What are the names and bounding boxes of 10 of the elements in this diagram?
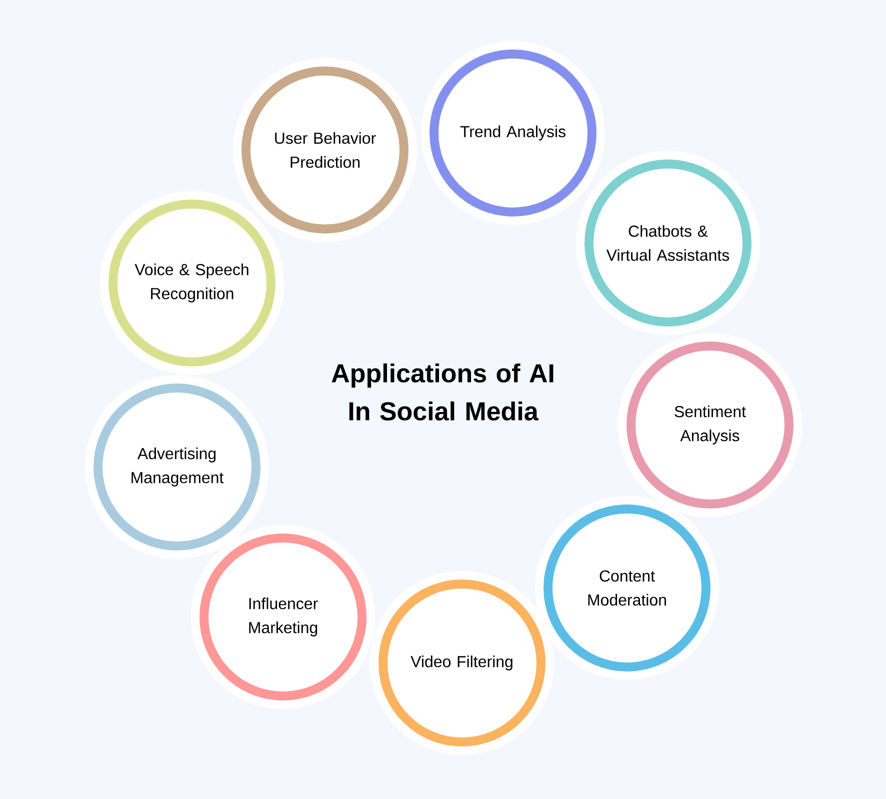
title: Applications of AI In Social Media bbox=[332, 363, 554, 421]
circle-node: User Behavior Prediction bbox=[242, 66, 408, 234]
circle-node: Voice & Speech Recognition bbox=[108, 199, 276, 366]
circle-node: Chatbots & Virtual Assistants bbox=[584, 159, 752, 326]
circle-node: Sentiment Analysis bbox=[626, 341, 794, 508]
circle-node: Video Filtering bbox=[378, 579, 546, 746]
circle-node: Advertising Management bbox=[94, 383, 260, 550]
circle-node: Trend Analysis bbox=[430, 49, 596, 216]
circle-node: Influencer Marketing bbox=[200, 533, 366, 700]
circle-node: Content Moderation bbox=[544, 504, 710, 672]
